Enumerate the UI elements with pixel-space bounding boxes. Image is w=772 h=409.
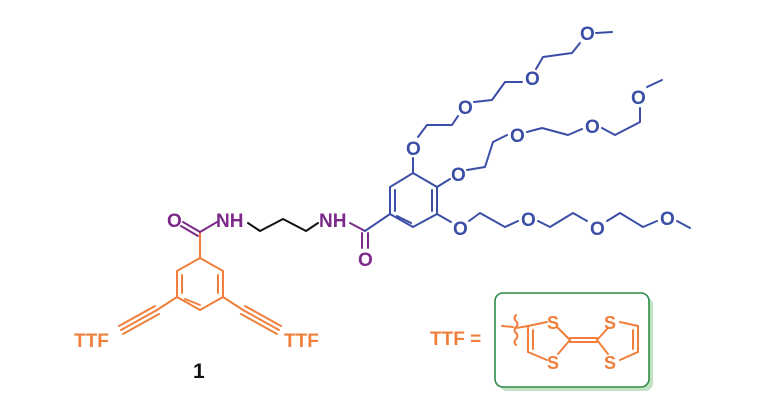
sulfur-atom: S — [604, 313, 616, 333]
amide-1 — [180, 221, 218, 237]
propyl-linker — [247, 218, 319, 232]
oxygen-atom: O — [631, 88, 646, 109]
oxygen-atom: O — [590, 219, 605, 240]
sulfur-atom: S — [547, 313, 559, 333]
oxygen-atom: O — [458, 98, 473, 119]
glycol-chain-top — [417, 31, 613, 138]
ttf-label-right: TTF — [284, 331, 319, 352]
oxygen-atom: O — [660, 209, 675, 230]
ttf-label-left: TTF — [74, 331, 109, 352]
oxygen-atom: O — [406, 139, 421, 160]
sulfur-atom: S — [604, 353, 616, 373]
ttf-definition-label: TTF = — [430, 329, 481, 350]
ttf-structure — [501, 314, 639, 361]
amide-2-nh: NH — [319, 211, 346, 232]
amide-2-oxygen: O — [358, 250, 373, 271]
right-benzene-ring — [364, 157, 452, 232]
oxygen-atom: O — [453, 219, 468, 240]
amide-2 — [349, 222, 369, 249]
left-benzene-ring — [176, 231, 224, 312]
oxygen-atom: O — [510, 126, 525, 147]
ttf-sulfur-atoms: S S S S — [547, 313, 616, 373]
glycol-oxygens: O O O O O O O O O O O O — [406, 24, 675, 240]
oxygen-atom: O — [585, 117, 600, 138]
ttf-structure-box — [494, 292, 653, 391]
oxygen-atom: O — [580, 24, 595, 45]
compound-number: 1 — [193, 360, 205, 383]
wavy-bond-icon — [513, 314, 519, 346]
right-alkyne — [222, 296, 282, 335]
sulfur-atom: S — [547, 353, 559, 373]
amide-1-oxygen: O — [167, 211, 182, 232]
oxygen-atom: O — [525, 69, 540, 90]
left-alkyne — [118, 296, 178, 335]
glycol-chain-middle — [466, 79, 663, 171]
oxygen-atom: O — [451, 165, 466, 186]
amide-1-nh: NH — [216, 211, 243, 232]
glycol-chain-bottom — [468, 212, 691, 229]
oxygen-atom: O — [521, 210, 536, 231]
